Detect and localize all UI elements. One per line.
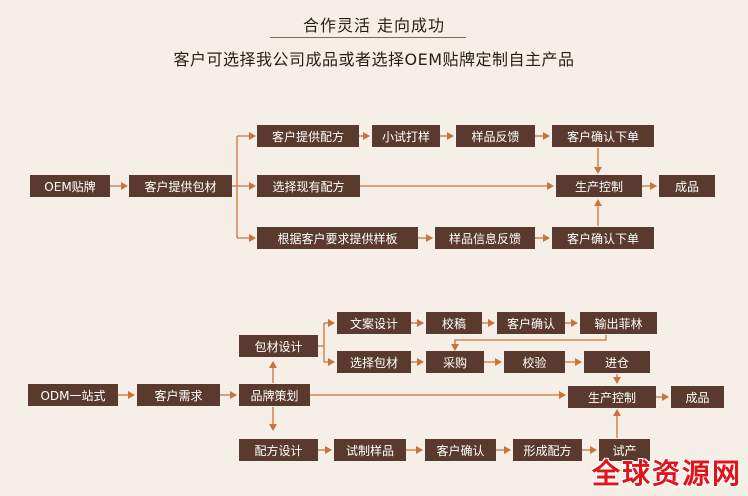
node-customer-confirm-order-2: 客户确认下单	[552, 227, 654, 249]
node-customer-confirm: 客户确认	[497, 312, 565, 334]
node-sample-info-feedback: 样品信息反馈	[435, 227, 535, 249]
subtitle: 客户可选择我公司成品或者选择OEM贴牌定制自主产品	[173, 50, 575, 69]
node-choose-existing-formula: 选择现有配方	[257, 175, 360, 197]
node-proofing: 校稿	[426, 312, 482, 334]
node-sample-feedback: 样品反馈	[456, 125, 535, 147]
node-customer-confirm-order: 客户确认下单	[552, 125, 654, 147]
node-customer-material: 客户提供包材	[129, 175, 232, 197]
slogan-title: 合作灵活 走向成功	[302, 16, 446, 35]
node-customer-confirm-2: 客户确认	[425, 439, 496, 461]
node-odm-finished-product: 成品	[671, 386, 724, 408]
node-customer-formula: 客户提供配方	[257, 125, 359, 147]
node-formula-design: 配方设计	[239, 439, 318, 461]
node-custom-sample: 根据客户要求提供样板	[257, 227, 418, 249]
node-form-formula: 形成配方	[513, 439, 582, 461]
node-inspection: 校验	[504, 351, 565, 373]
node-trial-production: 试产	[599, 439, 650, 461]
watermark-logo: 全球资源网	[591, 457, 742, 490]
node-odm-label: ODM一站式	[28, 384, 118, 406]
node-odm-production-control: 生产控制	[568, 386, 656, 408]
node-oem-label: OEM贴牌	[30, 175, 110, 197]
node-brand-planning: 品牌策划	[239, 384, 310, 406]
node-choose-packaging: 选择包材	[337, 351, 411, 373]
node-warehouse-in: 进仓	[584, 351, 650, 373]
node-oem-finished-product: 成品	[659, 175, 715, 197]
node-small-trial: 小试打样	[372, 125, 440, 147]
node-purchasing: 采购	[426, 351, 484, 373]
node-trial-sample: 试制样品	[334, 439, 406, 461]
title-underline	[270, 37, 466, 38]
node-output-film: 输出菲林	[580, 312, 657, 334]
node-oem-production-control: 生产控制	[556, 175, 642, 197]
node-copy-design: 文案设计	[337, 312, 411, 334]
node-customer-demand: 客户需求	[137, 384, 220, 406]
node-packaging-design: 包材设计	[239, 335, 318, 357]
